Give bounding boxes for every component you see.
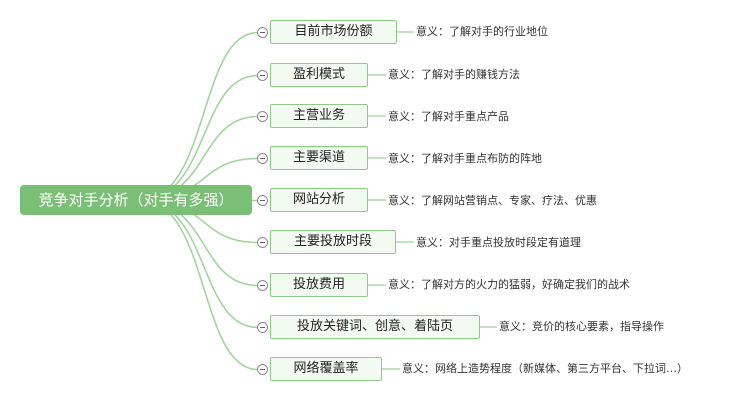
branch-note: 意义：了解对手的赚钱方法: [388, 68, 520, 81]
branch-note: 意义：竞价的核心要素，指导操作: [499, 320, 664, 333]
branch-topic-market-share[interactable]: 目前市场份额: [270, 20, 397, 44]
branch-connector: [139, 199, 259, 371]
branch-note: 意义：了解对手的行业地位: [416, 25, 548, 38]
branch-topic-network-coverage[interactable]: 网络覆盖率: [270, 357, 382, 381]
branch-topic-profit-model[interactable]: 盈利模式: [270, 63, 368, 87]
collapse-toggle-icon[interactable]: [257, 27, 268, 38]
branch-note: 意义：了解对手重点产品: [388, 110, 509, 123]
branch-topic-ad-time-slots[interactable]: 主要投放时段: [270, 230, 396, 254]
branch-topic-keywords-creative-landing[interactable]: 投放关键词、创意、着陆页: [270, 315, 480, 339]
root-topic[interactable]: 竞争对手分析（对手有多强）: [20, 185, 252, 215]
branch-note: 意义：网络上造势程度（新媒体、第三方平台、下拉词…）: [402, 362, 688, 375]
branch-note: 意义：对手重点投放时段定有道理: [416, 236, 581, 249]
collapse-toggle-icon[interactable]: [257, 364, 268, 375]
branch-note: 意义：了解对手重点布防的阵地: [388, 152, 542, 165]
branch-topic-main-business[interactable]: 主营业务: [270, 104, 368, 128]
collapse-toggle-icon[interactable]: [257, 111, 268, 122]
branch-topic-main-channels[interactable]: 主要渠道: [270, 146, 368, 170]
branch-connector: [139, 31, 259, 201]
collapse-toggle-icon[interactable]: [257, 322, 268, 333]
collapse-toggle-icon[interactable]: [257, 237, 268, 248]
branch-topic-ad-cost[interactable]: 投放费用: [270, 273, 368, 297]
collapse-toggle-icon[interactable]: [257, 70, 268, 81]
collapse-toggle-icon[interactable]: [257, 195, 268, 206]
branch-note: 意义：了解对方的火力的猛弱，好确定我们的战术: [388, 278, 630, 291]
branch-note: 意义：了解网站营销点、专家、疗法、优惠: [388, 194, 597, 207]
collapse-toggle-icon[interactable]: [257, 153, 268, 164]
collapse-toggle-icon[interactable]: [257, 280, 268, 291]
branch-topic-website-analysis[interactable]: 网站分析: [270, 188, 368, 212]
